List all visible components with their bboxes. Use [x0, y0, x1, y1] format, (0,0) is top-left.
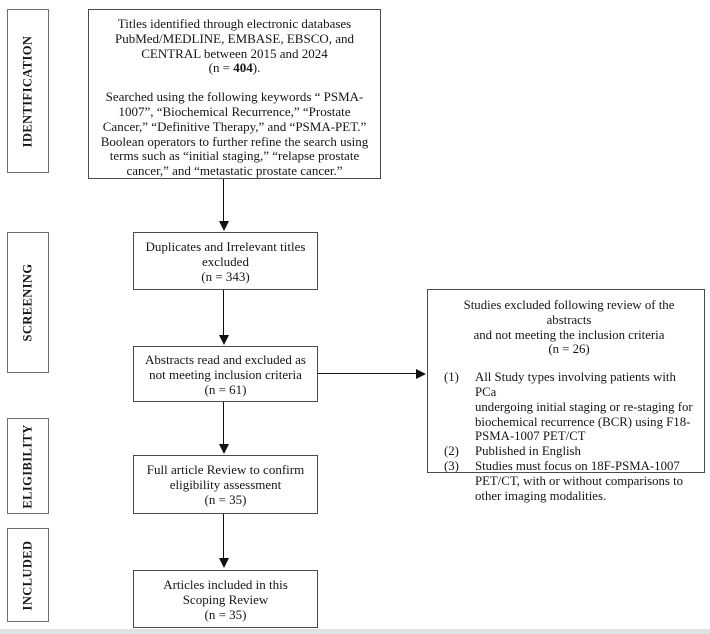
list-item-text: Studies must focus on 18F-PSMA-1007 PET/…: [475, 458, 684, 503]
exclusion-criteria-list: (1) All Study types involving patients w…: [440, 370, 698, 503]
stage-label-identification-text: IDENTIFICATION: [20, 35, 35, 147]
arrow-head-down-icon: [218, 221, 229, 231]
bottom-edge-strip: [0, 629, 710, 634]
articles-included-text: Articles included in this Scoping Review…: [163, 576, 288, 622]
stage-label-identification: IDENTIFICATION: [7, 9, 49, 173]
list-item: (1) All Study types involving patients w…: [440, 370, 698, 444]
titles-identified-count: (n = 404).: [89, 60, 380, 76]
studies-excluded-title: Studies excluded following review of the…: [463, 298, 675, 357]
count-value: 404: [233, 60, 253, 76]
box-abstracts-excluded: Abstracts read and excluded as not meeti…: [133, 346, 318, 402]
arrow-line: [223, 290, 225, 336]
list-item-text: Published in English: [475, 444, 581, 459]
arrow-head-down-icon: [218, 558, 229, 568]
duplicates-excluded-text: Duplicates and Irrelevant titles exclude…: [145, 238, 306, 284]
titles-identified-text: Titles identified through electronic dat…: [114, 16, 355, 61]
box-studies-excluded: Studies excluded following review of the…: [427, 289, 705, 503]
arrow-line: [223, 402, 225, 446]
list-item: (2) Published in English: [440, 444, 698, 459]
stage-label-included-text: INCLUDED: [20, 540, 35, 610]
arrow-head-right-icon: [416, 368, 426, 379]
box-duplicates-excluded: Duplicates and Irrelevant titles exclude…: [133, 232, 318, 290]
box-full-article-review: Full article Review to confirm eligibili…: [133, 455, 318, 514]
stage-label-screening: SCREENING: [7, 232, 49, 373]
stage-label-eligibility: ELIGIBILITY: [7, 418, 49, 514]
list-item-number: (2): [444, 444, 459, 459]
search-keywords-text: Searched using the following keywords “ …: [100, 89, 369, 179]
arrow-head-down-icon: [218, 335, 229, 345]
arrow-head-down-icon: [218, 444, 229, 454]
count-suffix: ).: [252, 60, 261, 76]
stage-label-included: INCLUDED: [7, 528, 49, 622]
count-prefix: (n =: [208, 60, 234, 76]
list-item: (3) Studies must focus on 18F-PSMA-1007 …: [440, 459, 698, 503]
arrow-line: [223, 179, 225, 223]
arrow-line: [223, 514, 225, 560]
arrow-line: [318, 373, 417, 375]
stage-label-eligibility-text: ELIGIBILITY: [20, 423, 35, 509]
list-item-number: (3): [444, 458, 459, 473]
list-item-text: All Study types involving patients with …: [475, 370, 693, 444]
stage-label-screening-text: SCREENING: [20, 263, 35, 342]
abstracts-excluded-text: Abstracts read and excluded as not meeti…: [145, 351, 306, 397]
box-articles-included: Articles included in this Scoping Review…: [133, 570, 318, 628]
full-article-review-text: Full article Review to confirm eligibili…: [146, 462, 305, 507]
list-item-number: (1): [444, 370, 459, 385]
box-titles-identified: Titles identified through electronic dat…: [88, 9, 381, 179]
